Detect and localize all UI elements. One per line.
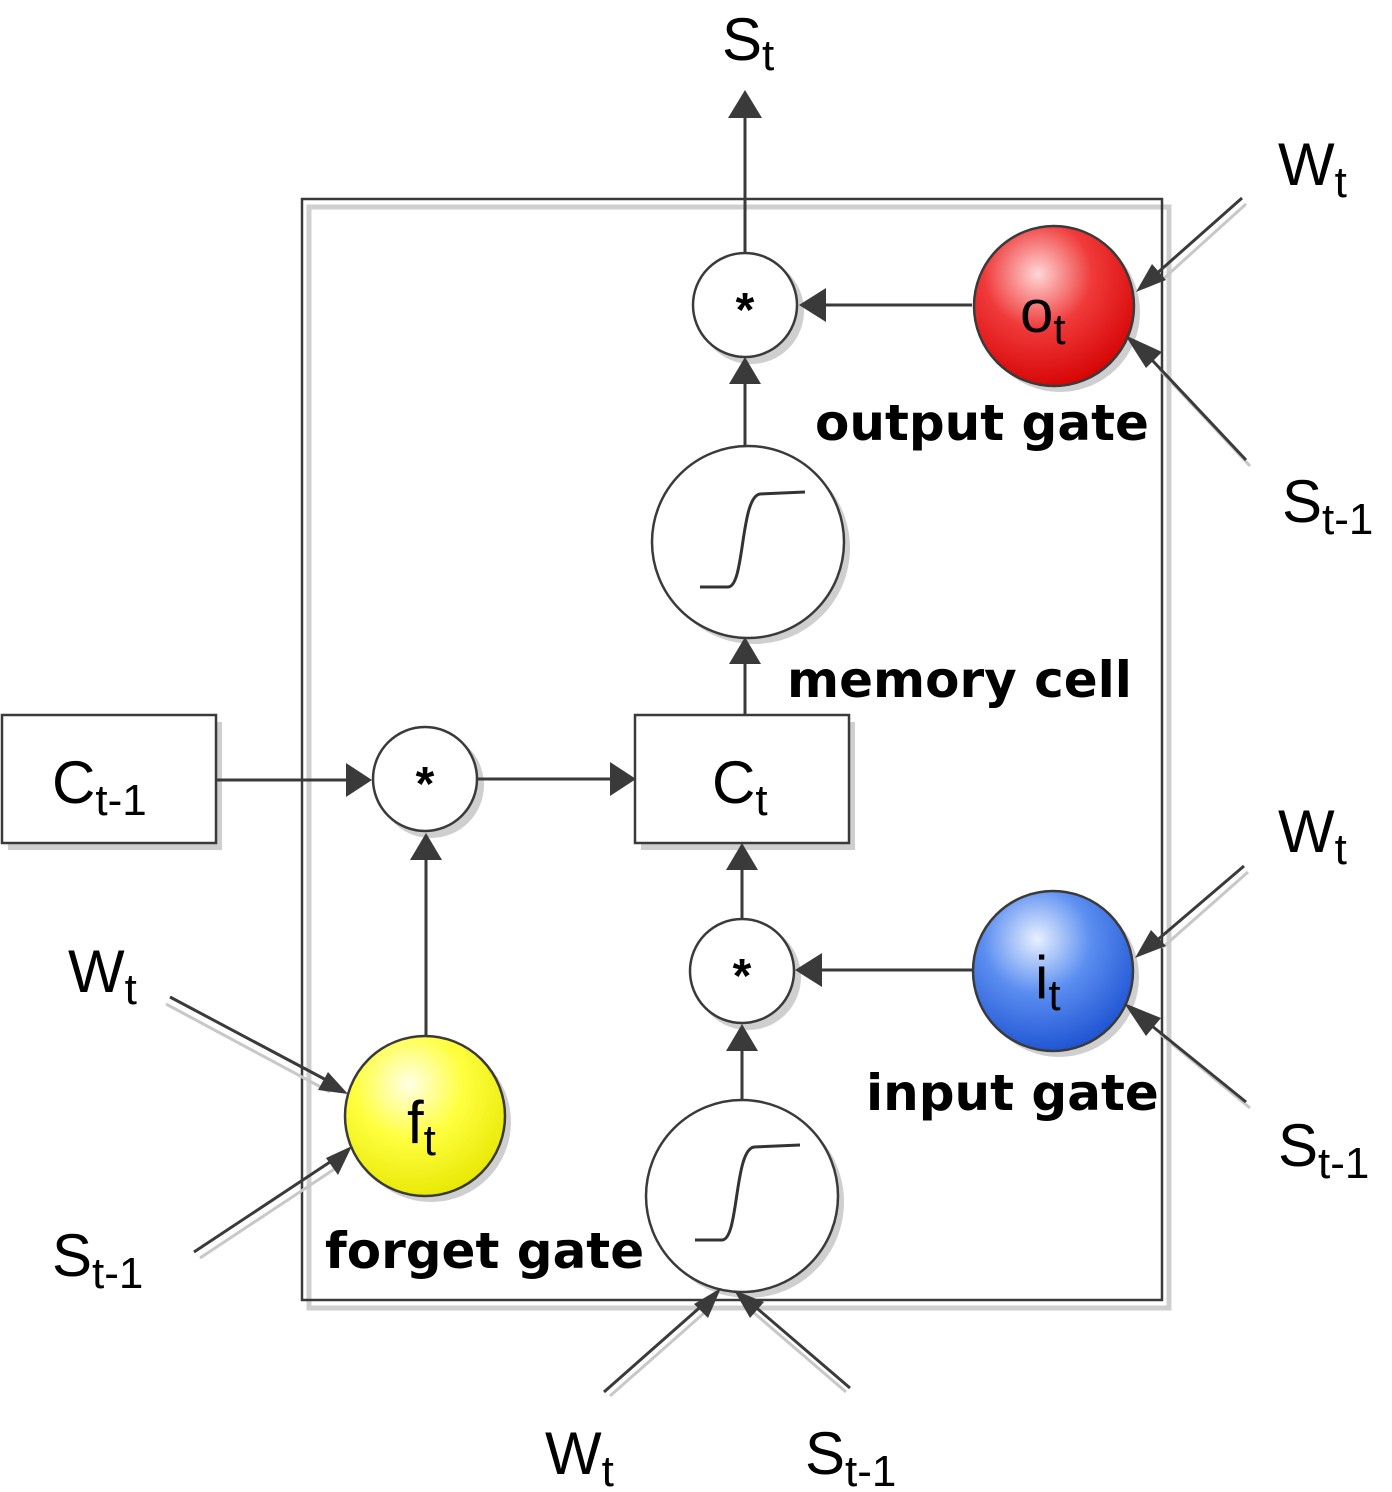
output-gate-w-label: Wt — [1278, 131, 1347, 207]
input-gate-w-label: Wt — [1278, 798, 1347, 874]
forget-multiply-symbol: * — [416, 758, 435, 811]
input-gate-s-label: St-1 — [1278, 1112, 1369, 1188]
output-gate-s-label: St-1 — [1282, 468, 1373, 544]
input-gate-symbol: it — [1035, 944, 1061, 1020]
output-gate-label: output gate — [815, 394, 1149, 452]
memory-cell-label: memory cell — [787, 651, 1132, 709]
output-multiply-symbol: * — [736, 284, 755, 337]
tanh-curve-icon — [695, 1143, 801, 1242]
forget-gate-s-label: St-1 — [52, 1222, 143, 1298]
forget-gate-label: forget gate — [325, 1222, 644, 1280]
prev-cell-label: Ct-1 — [52, 749, 147, 825]
forget-gate-w-label: Wt — [68, 938, 137, 1014]
output-arrowhead — [728, 90, 762, 118]
cell-label: Ct — [712, 749, 768, 825]
forget-gate-node — [343, 1034, 507, 1198]
main-box-shadow — [306, 204, 1172, 1311]
output-gate-node — [972, 224, 1136, 388]
input-gate-node — [971, 889, 1135, 1053]
output-gate-symbol: ot — [1020, 278, 1066, 354]
main-box — [300, 197, 1164, 1302]
forget-gate-symbol: ft — [407, 1089, 436, 1165]
input-multiply-node — [688, 917, 796, 1025]
output-label: St — [722, 6, 774, 80]
input-gate-label: input gate — [866, 1064, 1159, 1122]
cell-box — [633, 713, 851, 845]
bottom-w-label: Wt — [545, 1420, 614, 1492]
tanh-curve-icon — [700, 490, 806, 589]
input-tanh-node — [644, 1098, 840, 1294]
forget-multiply-node — [371, 725, 479, 833]
bottom-s-label: St-1 — [805, 1420, 896, 1492]
input-multiply-symbol: * — [733, 950, 752, 1003]
output-gate-arrowhead — [799, 288, 826, 322]
memory-tanh-node — [650, 444, 846, 640]
